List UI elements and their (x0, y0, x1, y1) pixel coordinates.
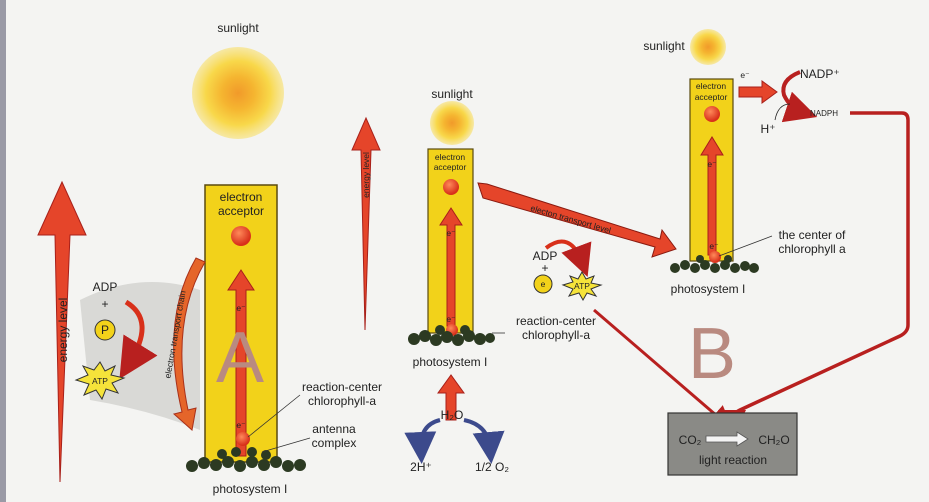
electron-label: e⁻ (236, 303, 246, 313)
reaction-center-label: reaction-center (516, 314, 596, 328)
chlorophyll-balls (408, 325, 495, 346)
sunlight-label: sunlight (643, 39, 685, 53)
antenna-label: antenna (312, 422, 356, 436)
electron-label: e⁻ (446, 314, 456, 324)
water-label: H₂O (441, 408, 464, 422)
leader-line (247, 394, 301, 438)
proton-label: H⁺ (761, 122, 776, 136)
electron-acceptor-ball (231, 226, 251, 246)
leader-line (261, 437, 311, 453)
electron-excitation-arrow (439, 207, 463, 327)
atp-synthesis-arrow (119, 299, 158, 380)
atp-burst-icon (561, 270, 603, 302)
phosphate-label: P (101, 323, 109, 337)
reaction-center-label: chlorophyll-a (522, 328, 590, 342)
electron-out-arrow (738, 80, 778, 104)
photosystem-label: photosystem I (213, 482, 288, 496)
oxygen-split-arrow (463, 418, 505, 464)
sun-icon (430, 101, 474, 145)
energy-level-arrow (37, 180, 87, 483)
light-reaction-label: light reaction (699, 453, 767, 467)
energy-level-label: energy level (361, 152, 371, 198)
atp-label: ATP (92, 376, 108, 386)
sunlight-label: sunlight (217, 21, 259, 35)
electron-label: e⁻ (709, 241, 719, 251)
reaction-center-ball (709, 251, 721, 263)
reaction-center-label: chlorophyll-a (308, 394, 376, 408)
nadp-label: NADP⁺ (800, 67, 840, 81)
electron-circle-label: e (541, 279, 546, 289)
letter-b: B (688, 314, 736, 394)
electron-label: e⁻ (707, 159, 717, 169)
acceptor-label: acceptor (695, 92, 728, 102)
antenna-complex-balls (186, 447, 306, 472)
transport-level-label: electon transport level (529, 203, 612, 236)
atp-to-calvin-arrow (593, 308, 734, 430)
electron-label: e⁻ (446, 228, 456, 238)
electron-transport-chain-arrow (172, 257, 206, 431)
proton-split-arrow (404, 418, 441, 464)
photosystem-label: photosystem I (413, 355, 488, 369)
reaction-center-label: reaction-center (302, 380, 382, 394)
phosphate-circle (94, 319, 116, 341)
sun-icon (192, 47, 284, 139)
protons-label: 2H⁺ (410, 460, 432, 474)
antenna-label: complex (312, 436, 357, 450)
atp-synthesis-arrow (544, 239, 592, 277)
letter-a: A (216, 318, 264, 398)
plus-label: + (101, 297, 108, 311)
atp-label: ATP (574, 281, 590, 291)
water-input-arrow (437, 374, 465, 421)
acceptor-label: electron (696, 81, 727, 91)
photosystem-label: photosystem I (671, 282, 746, 296)
panel-b-photosystem-i: sunlight electron acceptor e⁻ e⁻ the cen… (643, 29, 910, 476)
nadph-label: NADPH (810, 109, 838, 118)
acceptor-label: electron (435, 152, 466, 162)
ch2o-label: CH₂O (758, 433, 789, 447)
proton-line (774, 103, 791, 121)
electron-out-label: e⁻ (740, 70, 750, 80)
oxygen-label: 1/2 O₂ (475, 460, 509, 474)
nadp-reduction-arrow (781, 70, 818, 123)
co2-label: CO₂ (679, 433, 702, 447)
energy-level-arrow (351, 116, 381, 331)
plus-label: + (541, 261, 548, 275)
center-label: chlorophyll a (778, 242, 846, 256)
electron-excitation-arrow (227, 269, 255, 457)
acceptor-label: acceptor (218, 204, 264, 218)
sunlight-label: sunlight (431, 87, 473, 101)
page-edge (0, 0, 6, 502)
electron-circle (533, 274, 553, 294)
acceptor-label: electron (220, 190, 263, 204)
acceptor-label: acceptor (434, 162, 467, 172)
light-reaction-box (667, 412, 798, 476)
energy-level-label: energy level (56, 298, 70, 363)
adp-label: ADP (533, 249, 558, 263)
electron-label: e⁻ (236, 420, 246, 430)
atp-burst-icon (74, 361, 126, 401)
center-label: the center of (779, 228, 846, 242)
electron-transport-level-arrow (477, 182, 677, 258)
electron-acceptor-ball (704, 106, 720, 122)
reaction-center-ball (236, 432, 250, 446)
adp-label: ADP (93, 280, 118, 294)
panel-a: energy level sunlight electron acceptor … (37, 21, 382, 496)
sun-icon (690, 29, 726, 65)
conversion-arrow (705, 431, 749, 447)
electron-acceptor-ball (443, 179, 459, 195)
leader-line (718, 235, 773, 257)
electron-excitation-arrow (700, 136, 724, 256)
chlorophyll-balls (670, 255, 759, 273)
